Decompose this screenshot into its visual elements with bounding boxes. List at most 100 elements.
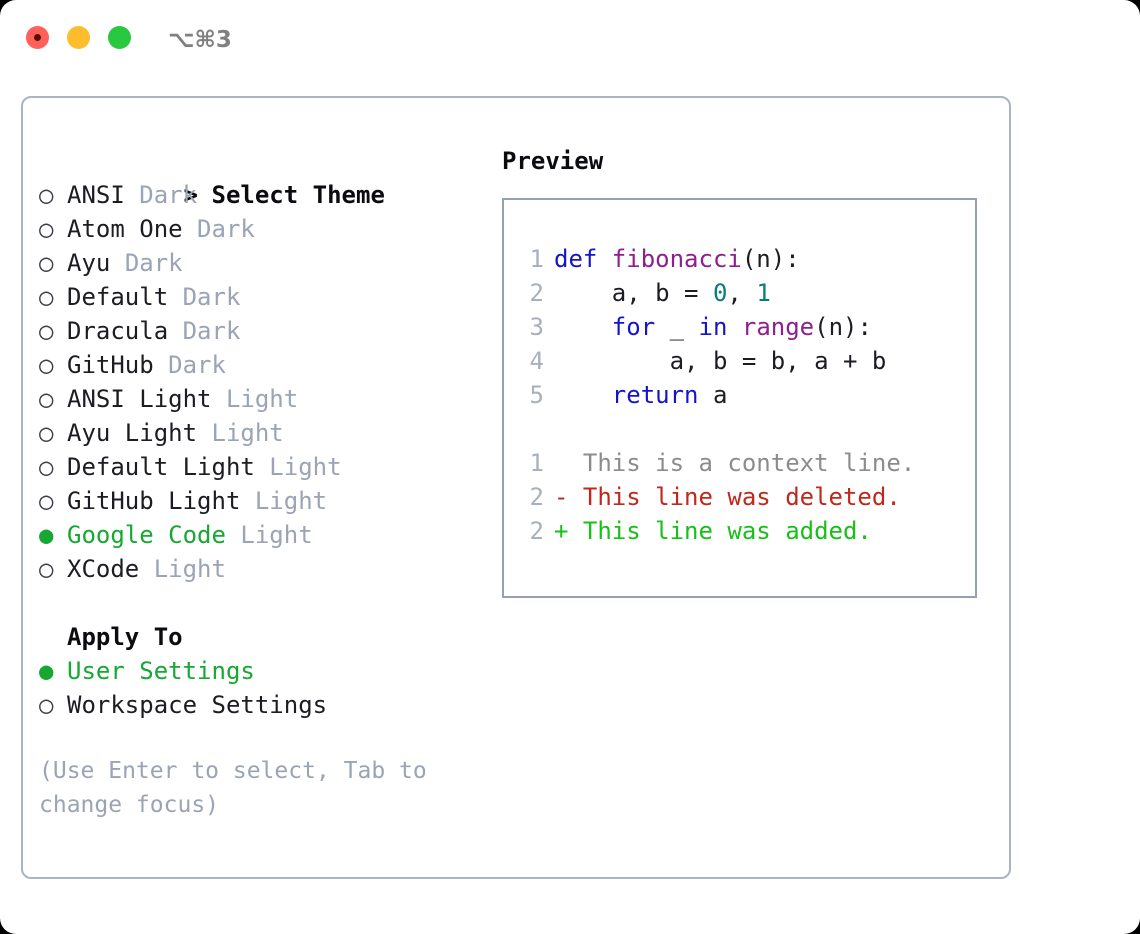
code-token-kw: def <box>554 245 612 273</box>
select-theme-label: Select Theme <box>211 181 385 209</box>
radio-unselected-icon: ○ <box>39 419 54 447</box>
prompt-caret-icon: > <box>183 181 198 209</box>
theme-variant-badge: Dark <box>139 181 198 209</box>
code-line: 4 a, b = b, a + b <box>518 344 975 378</box>
theme-variant-badge: Dark <box>182 283 241 311</box>
code-token-plain: a, b = b, a + b <box>554 347 887 375</box>
radio-unselected-icon: ○ <box>39 691 54 719</box>
code-token-punct: (n): <box>814 313 872 341</box>
diff-sample: 1 This is a context line. 2 - This line wa… <box>518 446 975 548</box>
theme-option-dracula[interactable]: ○ Dracula Dark <box>39 314 489 348</box>
theme-variant-badge: Dark <box>168 351 226 379</box>
code-line: 2 a, b = 0, 1 <box>518 276 975 310</box>
apply-to-option-user-settings[interactable]: ● User Settings <box>39 654 489 688</box>
code-token-plain <box>727 313 741 341</box>
theme-option-google-code[interactable]: ● Google Code Light <box>39 518 489 552</box>
apply-to-option-workspace-settings[interactable]: ○ Workspace Settings <box>39 688 489 722</box>
radio-unselected-icon: ○ <box>39 249 54 277</box>
theme-option-ayu-light[interactable]: ○ Ayu Light Light <box>39 416 489 450</box>
list-spacer <box>39 586 489 620</box>
theme-option-ayu[interactable]: ○ Ayu Dark <box>39 246 489 280</box>
radio-unselected-icon: ○ <box>39 181 54 209</box>
radio-unselected-icon: ○ <box>39 555 54 583</box>
radio-unselected-icon: ○ <box>39 487 54 515</box>
code-token-plain <box>554 313 612 341</box>
theme-option-github-light[interactable]: ○GitHub Light Light <box>39 484 489 518</box>
code-token-plain: _ <box>655 313 699 341</box>
diff-line-add: 2 + This line was added. <box>518 514 975 548</box>
code-token-plain: , <box>727 279 757 307</box>
line-number: 2 <box>529 517 544 545</box>
minimize-button[interactable] <box>67 26 90 49</box>
diff-line-text: + This line was added. <box>554 517 872 545</box>
theme-variant-badge: Dark <box>124 249 183 277</box>
select-theme-header: > Select Theme <box>39 144 489 209</box>
theme-option-default[interactable]: ○Default Dark <box>39 280 489 314</box>
apply-to-option-list: ● User Settings ○ Workspace Settings <box>39 654 489 722</box>
theme-option-label: Google Code <box>67 521 226 549</box>
radio-unselected-icon: ○ <box>39 385 54 413</box>
theme-option-ansi-light[interactable]: ○ANSI Light Light <box>39 382 489 416</box>
diff-line-del: 2 - This line was deleted. <box>518 480 975 514</box>
theme-option-atom-one[interactable]: ○Atom One Dark <box>39 212 489 246</box>
theme-variant-badge: Light <box>240 521 313 549</box>
diff-line-text: This is a context line. <box>554 449 916 477</box>
radio-unselected-icon: ○ <box>39 351 54 379</box>
theme-option-label: XCode <box>67 555 140 583</box>
theme-option-label: Ayu <box>67 249 111 277</box>
theme-list-column: >Select Theme ○ANSI Dark○Atom One Dark○A… <box>39 144 489 822</box>
radio-unselected-icon: ○ <box>39 283 54 311</box>
code-token-fn: range <box>741 313 815 341</box>
line-number: 5 <box>529 381 544 409</box>
theme-variant-badge: Light <box>225 385 299 413</box>
theme-option-label: Ayu Light <box>67 419 198 447</box>
theme-option-xcode[interactable]: ○ XCode Light <box>39 552 489 586</box>
code-token-plain <box>554 381 612 409</box>
code-diff-spacer <box>518 412 975 446</box>
theme-variant-badge: Light <box>211 419 284 447</box>
keyboard-hint-text: (Use Enter to select, Tab to change focu… <box>39 758 441 818</box>
code-line: 5 return a <box>518 378 975 412</box>
line-number: 1 <box>529 449 544 477</box>
theme-option-ansi[interactable]: ○ ANSI Dark <box>39 178 489 212</box>
theme-option-label: Dracula <box>67 317 169 345</box>
diff-line-ctx: 1 This is a context line. <box>518 446 975 480</box>
code-token-num: 0 <box>712 279 728 307</box>
code-token-kw: for <box>611 313 656 341</box>
apply-to-option-label: Workspace Settings <box>67 691 328 719</box>
theme-option-default-light[interactable]: ○Default Light Light <box>39 450 489 484</box>
theme-option-list: ○ANSI Dark○Atom One Dark○Ayu Dark○Defaul… <box>39 178 489 586</box>
diff-line-text: - This line was deleted. <box>554 483 901 511</box>
maximize-button[interactable] <box>108 26 131 49</box>
theme-variant-badge: Light <box>254 487 328 515</box>
radio-unselected-icon: ○ <box>39 453 54 481</box>
apply-to-option-label: User Settings <box>67 657 255 685</box>
radio-unselected-icon: ○ <box>39 215 54 243</box>
code-token-plain: a, b = <box>554 279 713 307</box>
title-bar: ⌥⌘3 <box>0 0 1140 76</box>
close-button[interactable] <box>26 26 49 49</box>
radio-selected-icon: ● <box>39 657 54 685</box>
code-token-punct: (n): <box>741 245 800 273</box>
preview-heading: Preview <box>502 147 604 175</box>
theme-variant-badge: Dark <box>182 317 241 345</box>
line-number: 3 <box>529 313 544 341</box>
theme-option-label: ANSI <box>67 181 125 209</box>
radio-unselected-icon: ○ <box>39 317 54 345</box>
code-token-kw: in <box>698 313 728 341</box>
panel-columns: >Select Theme ○ANSI Dark○Atom One Dark○A… <box>23 98 1009 877</box>
radio-selected-icon: ● <box>39 521 54 549</box>
theme-variant-badge: Light <box>269 453 342 481</box>
theme-variant-badge: Light <box>153 555 226 583</box>
line-number: 2 <box>529 483 544 511</box>
theme-option-github[interactable]: ○GitHub Dark <box>39 348 489 382</box>
line-number: 1 <box>529 245 544 273</box>
apply-to-heading: Apply To <box>67 623 183 651</box>
code-token-plain: a <box>698 381 728 409</box>
code-token-num: 1 <box>756 279 771 307</box>
